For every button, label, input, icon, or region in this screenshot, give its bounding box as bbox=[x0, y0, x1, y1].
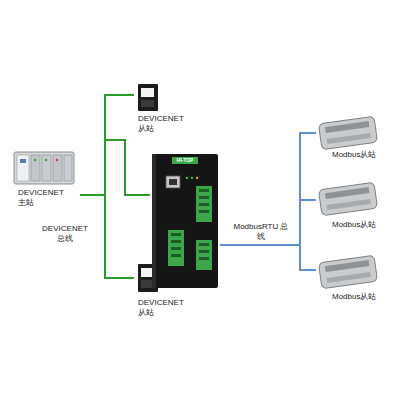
node-label: DEVICENET 从站 bbox=[138, 114, 178, 134]
master-station: DEVICENET主站 bbox=[12, 148, 80, 210]
bus-connector bbox=[220, 200, 316, 245]
bus-line bbox=[80, 195, 134, 278]
devicenet-slave-device bbox=[138, 84, 158, 111]
modbus-slave: Modbus从站 bbox=[316, 116, 386, 162]
bus-label: DEVICENET 总线 bbox=[40, 224, 90, 244]
bus-line bbox=[220, 133, 316, 245]
modbus-slave: Modbus从站 bbox=[316, 256, 386, 306]
bus-connector bbox=[220, 245, 316, 270]
modbus-slave-device bbox=[318, 255, 377, 289]
bus-line bbox=[220, 200, 316, 245]
plc-rack bbox=[14, 152, 74, 184]
bus-label: ModbusRTU 总线 bbox=[232, 222, 290, 242]
node-label: Modbus从站 bbox=[332, 150, 386, 160]
bus-connector bbox=[80, 140, 150, 195]
gateway-device bbox=[152, 154, 218, 288]
node-label: DEVICENET主站 bbox=[18, 188, 70, 208]
bus-line bbox=[80, 140, 150, 195]
devicenet-slave: DEVICENET 从站 bbox=[134, 82, 180, 132]
gateway-box: HI-TOP bbox=[150, 153, 220, 290]
modbus-slave: Modbus从站 bbox=[316, 182, 386, 234]
node-label: DEVICENET 从站 bbox=[138, 298, 178, 318]
bus-connector bbox=[220, 133, 316, 245]
node-label: Modbus从站 bbox=[332, 220, 386, 230]
devicenet-slave: DEVICENET 从站 bbox=[134, 262, 180, 320]
node-label: HI-TOP bbox=[172, 157, 198, 164]
modbus-slave-device bbox=[318, 182, 377, 216]
modbus-slave-device bbox=[318, 116, 377, 150]
node-label: Modbus从站 bbox=[332, 292, 386, 302]
bus-connector bbox=[80, 195, 134, 278]
bus-line bbox=[220, 245, 316, 270]
